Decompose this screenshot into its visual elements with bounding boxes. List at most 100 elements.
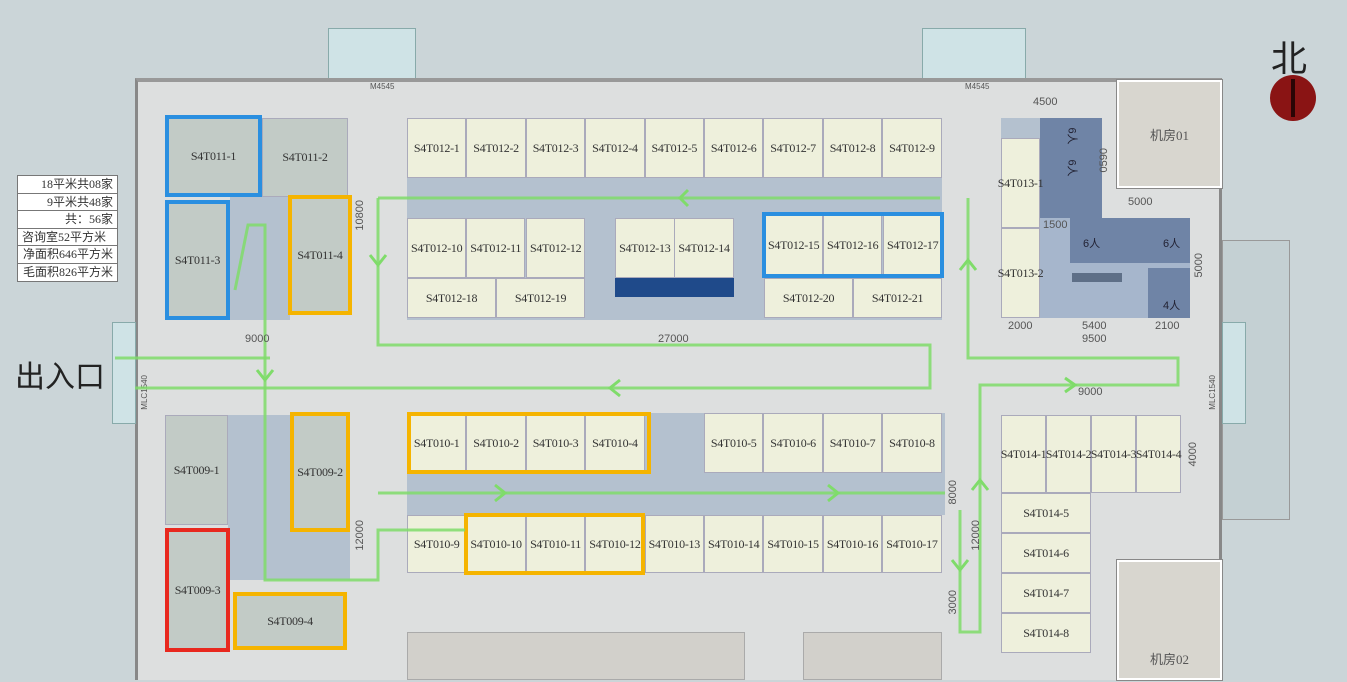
route-arrow (677, 188, 690, 208)
seat-label: 4人 (1163, 300, 1181, 312)
booth-unit: S4T011-3 (165, 200, 230, 320)
booth-unit: S4T012-10 (407, 218, 467, 278)
dimension-label: 1500 (1043, 219, 1068, 231)
route-arrow (970, 477, 990, 491)
dimension-label: 9000 (245, 333, 270, 345)
bottom-block (407, 632, 745, 680)
route-arrow (827, 483, 841, 503)
seat-label: 6人 (1083, 238, 1101, 250)
dimension-label: 2100 (1155, 320, 1180, 332)
booth-unit: S4T011-1 (165, 115, 262, 197)
door-code: M4545 (370, 82, 395, 91)
booth-unit: S4T012-13 (615, 218, 675, 278)
booth-unit: S4T009-1 (165, 415, 228, 525)
booth-unit: S4T014-1 (1001, 415, 1047, 493)
booth-unit: S4T012-21 (853, 278, 942, 318)
machine-room-02: 机房02 (1116, 559, 1223, 681)
booth-unit: S4T010-17 (882, 515, 942, 573)
seat-label: 6人 (1163, 238, 1181, 250)
route-arrow (950, 559, 970, 573)
consultation-office (1148, 268, 1190, 318)
booth-unit: S4T014-7 (1001, 573, 1091, 613)
booth-unit: S4T014-3 (1091, 415, 1137, 493)
booth-unit: S4T012-1 (407, 118, 467, 178)
dimension-label: 5000 (1193, 253, 1205, 278)
route-arrow (255, 369, 275, 383)
desk (1072, 273, 1122, 282)
door-code: M4545 (965, 82, 990, 91)
dimension-label: 4500 (1033, 96, 1058, 108)
dimension-label: 9000 (1078, 386, 1103, 398)
legend-item: 毛面积826平方米 (22, 264, 113, 279)
booth-unit: S4T012-14 (674, 218, 734, 278)
booth-unit: S4T009-4 (233, 592, 347, 650)
route-line (135, 198, 932, 390)
booth-unit: S4T013-1 (998, 138, 1044, 228)
counter-bar (615, 278, 734, 297)
booth-unit: S4T010-7 (822, 413, 883, 473)
dimension-label: 12000 (970, 520, 982, 551)
dimension-label: 8000 (947, 480, 959, 505)
booth-unit: S4T012-9 (882, 118, 942, 178)
booth-unit: S4T012-8 (822, 118, 883, 178)
legend-item: 共：56家 (18, 211, 117, 229)
dimension-label: 5400 (1082, 320, 1107, 332)
booth-unit: S4T010-2 (466, 413, 526, 473)
booth-unit: S4T012-17 (883, 215, 943, 275)
legend-item: 9平米共48家 (18, 194, 117, 211)
dimension-label: 3000 (947, 590, 959, 615)
north-label: 北 (1271, 39, 1308, 79)
route-line (958, 198, 1180, 634)
legend-item: 18平米共08家 (18, 176, 117, 194)
booth-unit: S4T012-18 (407, 278, 496, 318)
booth-unit: S4T012-11 (466, 218, 526, 278)
dimension-label: 4000 (1187, 442, 1199, 467)
booth-unit: S4T012-7 (763, 118, 823, 178)
booth-unit: S4T012-2 (466, 118, 526, 178)
booth-unit: S4T010-6 (763, 413, 823, 473)
dimension-label: 0590 (1098, 148, 1110, 173)
booth-unit: S4T012-12 (526, 218, 586, 278)
summary-legend: 18平米共08家 9平米共48家 共：56家 咨询室52平方米 净面积646平方… (17, 175, 118, 282)
machine-room-01: 机房01 (1116, 79, 1223, 189)
route-arrow (1064, 376, 1078, 394)
booth-unit: S4T012-19 (496, 278, 585, 318)
top-door-left (328, 28, 416, 80)
legend-item: 咨询室52平方米 (18, 229, 117, 246)
booth-unit: S4T010-16 (822, 515, 883, 573)
booth-unit: S4T013-2 (998, 228, 1044, 318)
entrance-door (112, 322, 136, 424)
booth-unit: S4T014-2 (1046, 415, 1092, 493)
booth-unit: S4T014-4 (1136, 415, 1182, 493)
consultation-office (1040, 118, 1102, 218)
route-line (233, 223, 465, 582)
booth-unit: S4T014-8 (1001, 613, 1091, 653)
booth-unit: S4T012-3 (525, 118, 586, 178)
office-top-strip (1001, 118, 1040, 138)
dimension-label: 2000 (1008, 320, 1033, 332)
booth-unit: S4T012-4 (585, 118, 645, 178)
booth-unit: S4T009-2 (290, 412, 350, 532)
consultation-office (1070, 218, 1190, 263)
booth-unit: S4T011-2 (262, 118, 348, 197)
booth-unit: S4T014-5 (1001, 493, 1091, 533)
booth-unit: S4T012-5 (644, 118, 704, 178)
booth-unit: S4T010-15 (763, 515, 823, 573)
legend-item: 净面积646平方米 (18, 246, 117, 264)
dimension-label: 5000 (1128, 196, 1153, 208)
route-arrow (607, 378, 621, 398)
booth-unit: S4T010-9 (407, 515, 467, 573)
dimension-label: 10800 (354, 200, 366, 231)
booth-unit: S4T010-5 (704, 413, 764, 473)
booth-unit: S4T012-6 (704, 118, 764, 178)
booth-unit: S4T010-13 (644, 515, 704, 573)
booth-unit: S4T010-14 (704, 515, 764, 573)
east-door (1222, 322, 1246, 424)
route-arrow (494, 483, 508, 503)
booth-unit: S4T010-8 (882, 413, 942, 473)
bottom-block (803, 632, 942, 680)
dimension-label: 12000 (354, 520, 366, 551)
booth-unit: S4T014-6 (1001, 533, 1091, 573)
booth-unit: S4T012-20 (764, 278, 853, 318)
